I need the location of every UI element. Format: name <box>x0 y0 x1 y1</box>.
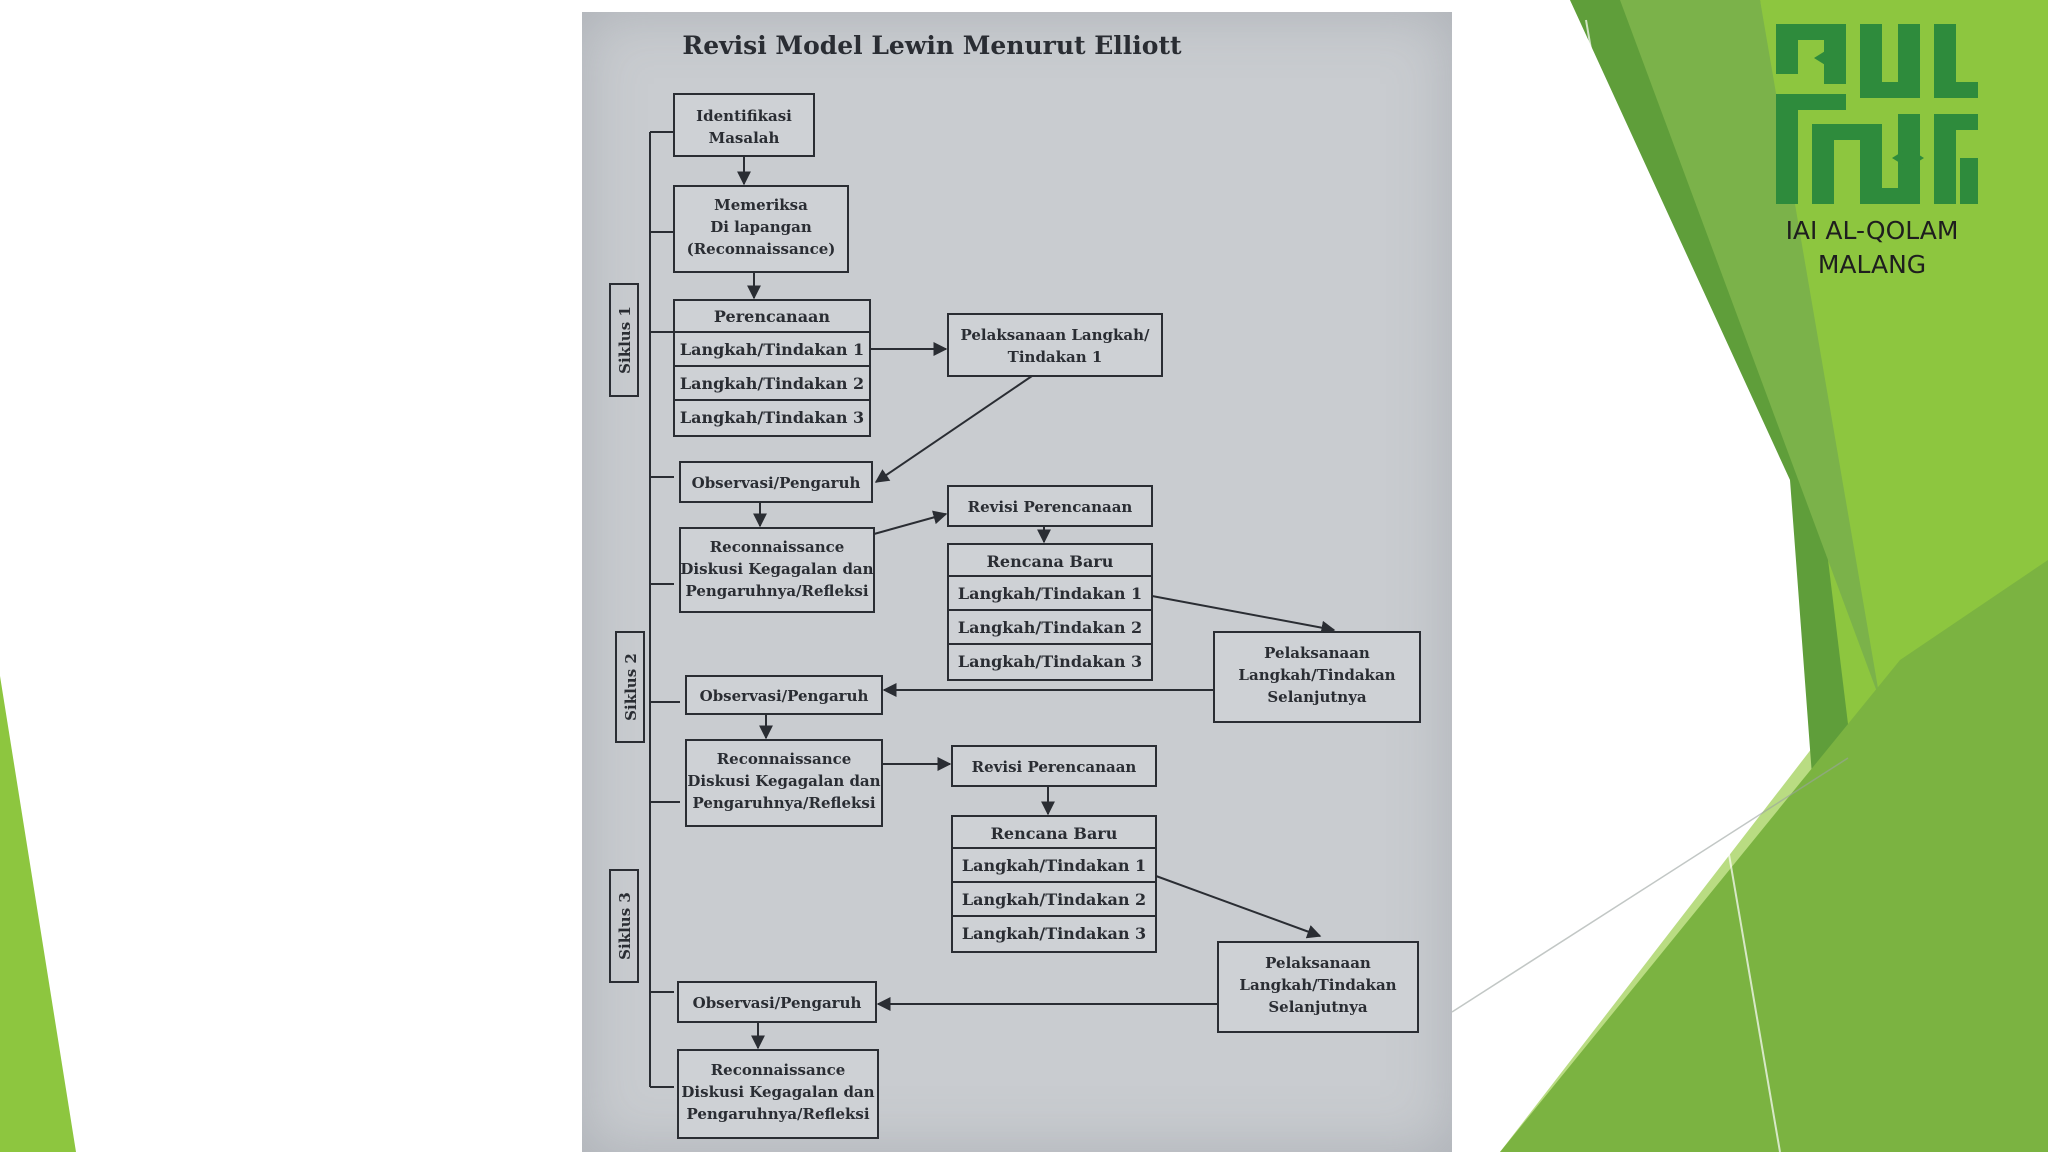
elliott-model-diagram: Revisi Model Lewin Menurut Elliott Siklu… <box>609 31 1421 1139</box>
svg-text:Observasi/Pengaruh: Observasi/Pengaruh <box>700 687 869 705</box>
box-observasi-3: Observasi/Pengaruh <box>677 981 877 1023</box>
svg-text:Langkah/Tindakan 1: Langkah/Tindakan 1 <box>962 856 1146 875</box>
box-reconnaissance-2: Reconnaissance Diskusi Kegagalan dan Pen… <box>685 739 883 827</box>
table-perencanaan: Perencanaan Langkah/Tindakan 1 Langkah/T… <box>673 299 871 437</box>
svg-text:Langkah/Tindakan 1: Langkah/Tindakan 1 <box>680 340 864 359</box>
svg-text:Langkah/Tindakan: Langkah/Tindakan <box>1239 976 1396 994</box>
svg-text:Reconnaissance: Reconnaissance <box>711 1061 846 1079</box>
svg-text:(Reconnaissance): (Reconnaissance) <box>687 240 836 258</box>
svg-text:Langkah/Tindakan 2: Langkah/Tindakan 2 <box>962 890 1146 909</box>
svg-text:Perencanaan: Perencanaan <box>714 307 831 326</box>
box-pelaksanaan-1: Pelaksanaan Langkah/ Tindakan 1 <box>947 313 1163 377</box>
diagram-title: Revisi Model Lewin Menurut Elliott <box>682 31 1182 60</box>
table-rencana-baru-1: Rencana Baru Langkah/Tindakan 1 Langkah/… <box>947 543 1153 681</box>
svg-text:Siklus 3: Siklus 3 <box>616 892 634 960</box>
svg-text:Reconnaissance: Reconnaissance <box>710 538 845 556</box>
cycle-label-3: Siklus 3 <box>609 869 639 983</box>
thin-line-1 <box>1585 19 1781 1152</box>
right-accent-panel <box>1620 0 1880 700</box>
svg-text:Observasi/Pengaruh: Observasi/Pengaruh <box>693 994 862 1012</box>
svg-text:Tindakan 1: Tindakan 1 <box>1008 348 1103 366</box>
left-green-accent <box>0 676 76 1152</box>
svg-text:Pelaksanaan: Pelaksanaan <box>1265 954 1371 972</box>
svg-text:Observasi/Pengaruh: Observasi/Pengaruh <box>692 474 861 492</box>
svg-text:Langkah/Tindakan 3: Langkah/Tindakan 3 <box>680 408 864 427</box>
box-observasi-2: Observasi/Pengaruh <box>685 675 883 715</box>
box-revisi-perencanaan-2: Revisi Perencanaan <box>951 745 1157 787</box>
svg-text:Masalah: Masalah <box>709 129 780 147</box>
svg-text:Selanjutnya: Selanjutnya <box>1267 688 1367 706</box>
logo-mark-icon <box>1776 24 1978 204</box>
svg-text:Di lapangan: Di lapangan <box>710 218 812 236</box>
cycle-label-1: Siklus 1 <box>609 283 639 397</box>
svg-text:Revisi Perencanaan: Revisi Perencanaan <box>972 758 1137 776</box>
svg-text:Revisi Perencanaan: Revisi Perencanaan <box>968 498 1133 516</box>
box-pelaksanaan-lanjut-2: Pelaksanaan Langkah/Tindakan Selanjutnya <box>1217 941 1419 1033</box>
svg-text:Reconnaissance: Reconnaissance <box>717 750 852 768</box>
institution-logo: IAI AL-QOLAM MALANG <box>1752 18 1992 288</box>
svg-text:Langkah/Tindakan 3: Langkah/Tindakan 3 <box>958 652 1142 671</box>
cycle-label-2: Siklus 2 <box>615 631 645 743</box>
box-reconnaissance-1: Reconnaissance Diskusi Kegagalan dan Pen… <box>679 527 875 613</box>
svg-text:Langkah/Tindakan: Langkah/Tindakan <box>1238 666 1395 684</box>
svg-text:Selanjutnya: Selanjutnya <box>1268 998 1368 1016</box>
svg-text:Rencana Baru: Rencana Baru <box>991 824 1118 843</box>
svg-text:Diskusi Kegagalan dan: Diskusi Kegagalan dan <box>680 560 873 578</box>
box-pelaksanaan-lanjut-1: Pelaksanaan Langkah/Tindakan Selanjutnya <box>1213 631 1421 723</box>
diagram-photo: Revisi Model Lewin Menurut Elliott Siklu… <box>582 12 1452 1152</box>
box-identifikasi-masalah: Identifikasi Masalah <box>673 93 815 157</box>
logo-caption: IAI AL-QOLAM MALANG <box>1785 216 1959 279</box>
box-revisi-perencanaan-1: Revisi Perencanaan <box>947 485 1153 527</box>
svg-text:Rencana Baru: Rencana Baru <box>987 552 1114 571</box>
box-reconnaissance-3: Reconnaissance Diskusi Kegagalan dan Pen… <box>677 1049 879 1139</box>
svg-text:Siklus 1: Siklus 1 <box>616 306 634 374</box>
svg-text:Langkah/Tindakan 1: Langkah/Tindakan 1 <box>958 584 1142 603</box>
box-observasi-1: Observasi/Pengaruh <box>679 461 873 503</box>
svg-text:Pelaksanaan: Pelaksanaan <box>1264 644 1370 662</box>
svg-text:Diskusi Kegagalan dan: Diskusi Kegagalan dan <box>681 1083 874 1101</box>
svg-text:Langkah/Tindakan 3: Langkah/Tindakan 3 <box>962 924 1146 943</box>
svg-text:Siklus 2: Siklus 2 <box>622 653 640 721</box>
svg-text:Langkah/Tindakan 2: Langkah/Tindakan 2 <box>958 618 1142 637</box>
svg-text:Diskusi Kegagalan dan: Diskusi Kegagalan dan <box>687 772 880 790</box>
svg-text:Pengaruhnya/Refleksi: Pengaruhnya/Refleksi <box>686 1105 869 1123</box>
table-rencana-baru-2: Rencana Baru Langkah/Tindakan 1 Langkah/… <box>951 815 1157 953</box>
thin-line-2 <box>1451 757 1849 1013</box>
svg-text:Pengaruhnya/Refleksi: Pengaruhnya/Refleksi <box>685 582 868 600</box>
right-bottom-wedge <box>1500 560 2048 1152</box>
svg-text:Pengaruhnya/Refleksi: Pengaruhnya/Refleksi <box>692 794 875 812</box>
svg-text:Pelaksanaan Langkah/: Pelaksanaan Langkah/ <box>960 326 1150 344</box>
svg-text:Memeriksa: Memeriksa <box>714 196 808 214</box>
svg-text:Langkah/Tindakan 2: Langkah/Tindakan 2 <box>680 374 864 393</box>
box-memeriksa: Memeriksa Di lapangan (Reconnaissance) <box>673 185 849 273</box>
svg-text:Identifikasi: Identifikasi <box>696 107 792 125</box>
